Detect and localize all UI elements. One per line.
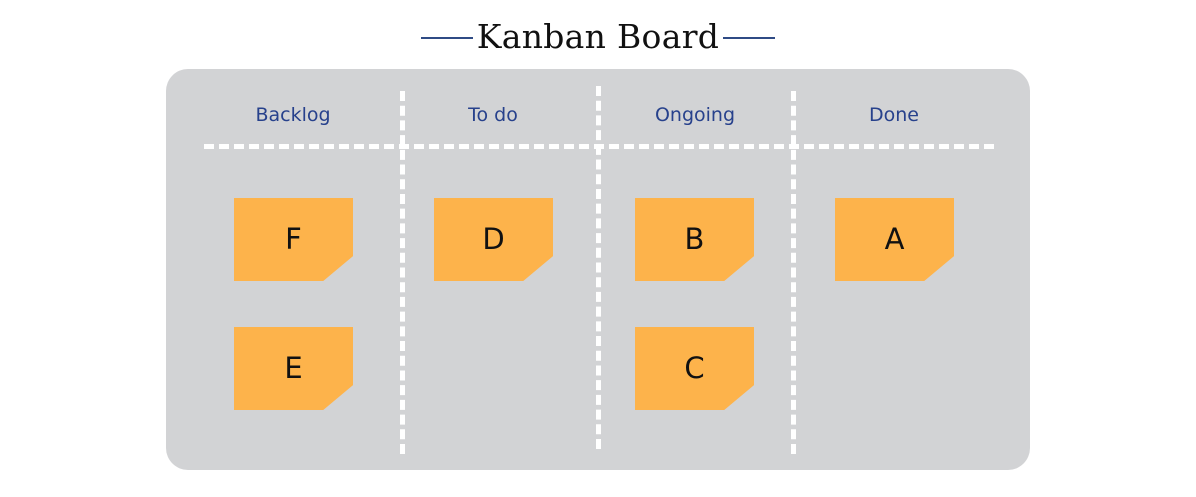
title-right-rule [723,37,776,39]
column-divider-1 [400,91,405,454]
card-d[interactable]: D [434,198,553,281]
card-label: C [684,350,705,385]
card-label: B [684,221,705,256]
card-label: A [884,221,905,256]
card-f[interactable]: F [234,198,353,281]
column-header-backlog: Backlog [255,104,331,126]
column-header-done: Done [869,104,919,126]
column-divider-3 [791,91,796,454]
card-a[interactable]: A [835,198,954,281]
card-c[interactable]: C [635,327,754,410]
card-e[interactable]: E [234,327,353,410]
kanban-board: Backlog To do Ongoing Done F E D B C A [166,69,1030,470]
card-label: F [285,221,302,256]
column-header-todo: To do [468,104,518,126]
card-label: E [284,350,303,385]
card-label: D [482,221,505,256]
diagram-title: Kanban Board [476,16,720,56]
column-header-ongoing: Ongoing [654,104,736,126]
card-b[interactable]: B [635,198,754,281]
title-left-rule [420,37,473,39]
diagram-title-group: Kanban Board [0,12,1196,60]
column-divider-2 [596,86,601,449]
